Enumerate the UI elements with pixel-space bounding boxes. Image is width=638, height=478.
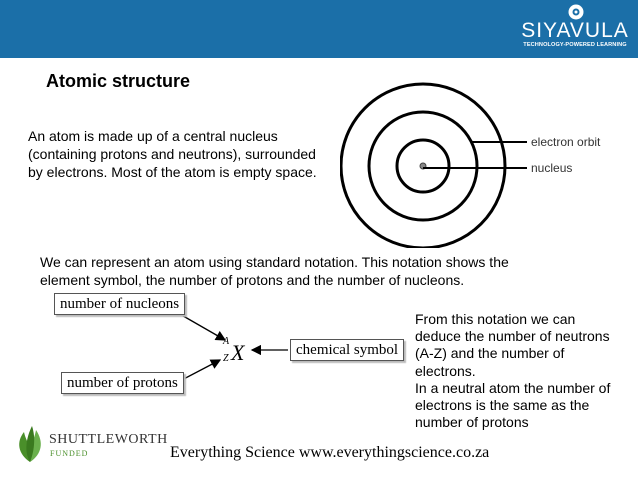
protons-arrow xyxy=(177,359,222,383)
siyavula-emblem-icon xyxy=(568,4,584,20)
atomic-number: Z xyxy=(223,353,229,364)
electron-orbit-label: electron orbit xyxy=(531,135,601,149)
leaf-icon xyxy=(19,426,41,462)
header-bar: SIYAVULA TECHNOLOGY-POWERED LEARNING xyxy=(0,0,638,58)
notation-arrows: A Z X xyxy=(177,312,288,383)
siyavula-logo[interactable]: SIYAVULA TECHNOLOGY-POWERED LEARNING xyxy=(516,2,634,54)
sponsor-funded: FUNDED xyxy=(50,449,89,458)
shuttleworth-logo[interactable]: SHUTTLEWORTH FUNDED xyxy=(14,422,167,466)
notation-text: We can represent an atom using standard … xyxy=(40,254,509,288)
element-symbol: X xyxy=(230,340,246,365)
slide-title: Atomic structure xyxy=(46,71,191,91)
inner-orbit xyxy=(395,138,451,194)
middle-orbit xyxy=(367,110,479,222)
deduce-text: From this notation we can deduce the num… xyxy=(415,311,611,431)
atom-diagram: electron orbit nucleus xyxy=(340,82,601,248)
nucleus-label: nucleus xyxy=(531,161,572,175)
nucleons-arrow xyxy=(177,312,227,341)
intro-text: An atom is made up of a central nucleus … xyxy=(28,128,317,180)
sponsor-name: SHUTTLEWORTH xyxy=(49,432,168,447)
footer-text: Everything Science www.everythingscience… xyxy=(170,444,490,461)
mass-number: A xyxy=(222,336,230,347)
outer-orbit xyxy=(340,82,507,248)
nucleons-box: number of nucleons xyxy=(54,293,186,315)
brand-tagline: TECHNOLOGY-POWERED LEARNING xyxy=(523,42,627,48)
notation-diagram: A Z X number of nucleons number of proto… xyxy=(50,288,410,400)
brand-name: SIYAVULA xyxy=(521,19,629,42)
symbol-box: chemical symbol xyxy=(290,339,405,361)
protons-box: number of protons xyxy=(61,372,184,394)
